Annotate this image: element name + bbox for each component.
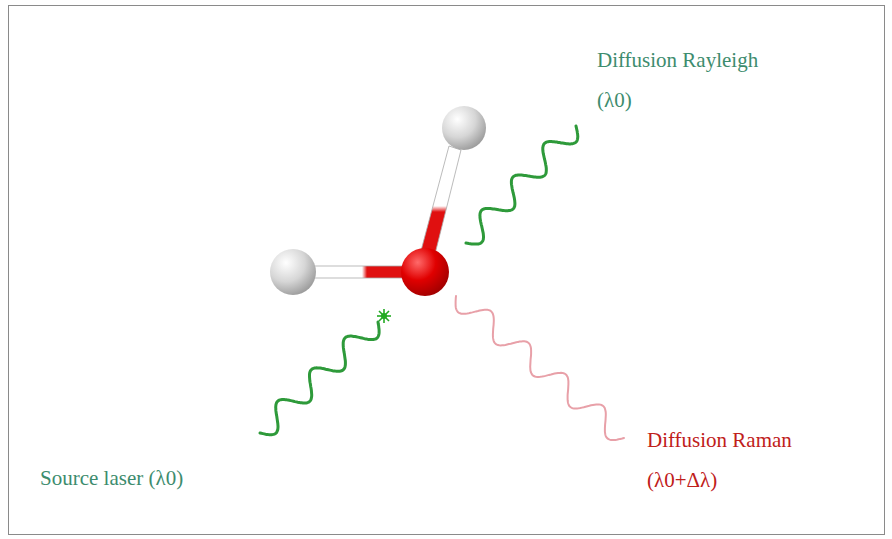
- impact-star: [377, 309, 391, 323]
- raman-label: Diffusion Raman (λ0+Δλ): [647, 420, 847, 500]
- bond: [312, 266, 412, 278]
- hydrogen-atom: [442, 106, 486, 150]
- oxygen-atom: [401, 248, 449, 296]
- bond: [418, 146, 461, 266]
- source-label: Source laser (λ0): [40, 458, 300, 498]
- light-wave: [456, 296, 624, 440]
- rayleigh-label: Diffusion Rayleigh (λ0): [597, 40, 797, 120]
- hydrogen-atom: [270, 249, 316, 295]
- frame: [9, 6, 885, 535]
- light-wave: [260, 322, 379, 435]
- waves: [260, 126, 624, 440]
- light-wave: [466, 126, 578, 244]
